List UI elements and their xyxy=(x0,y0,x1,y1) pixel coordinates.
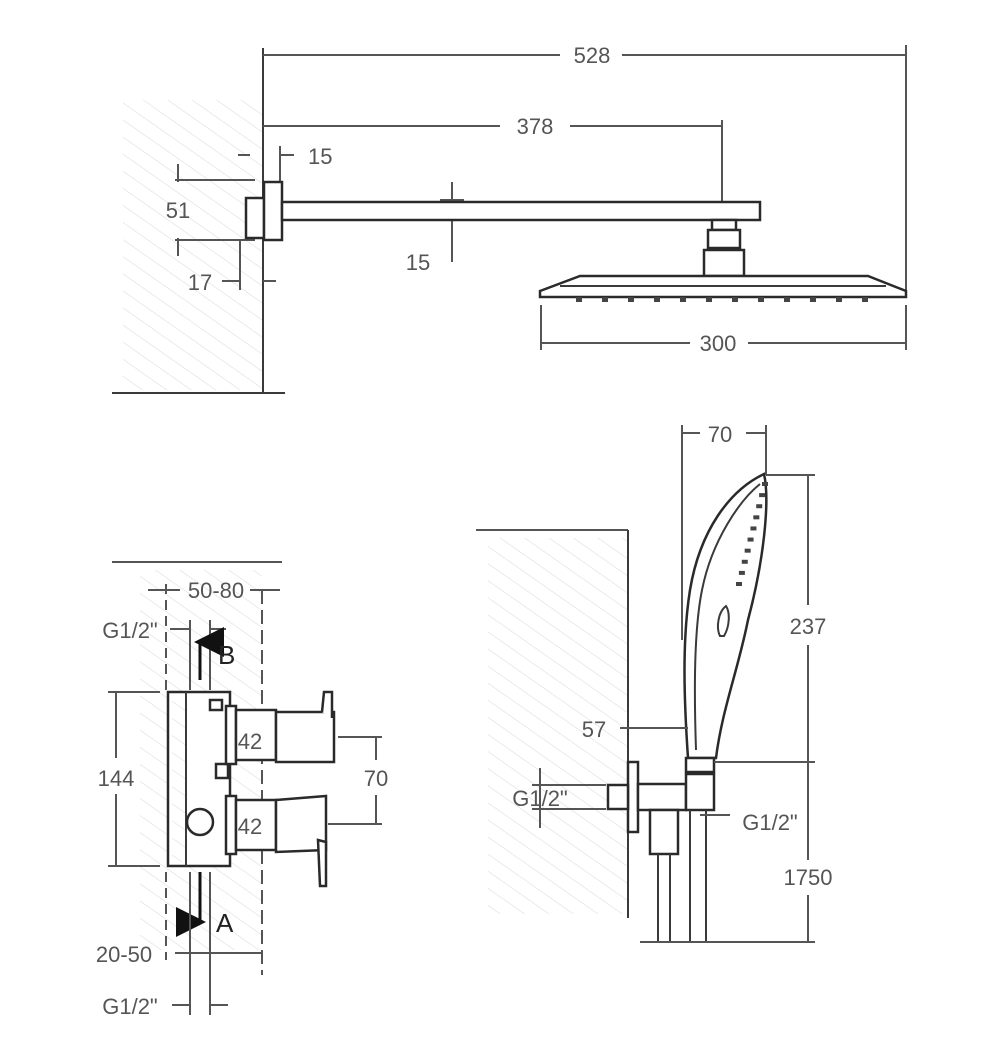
dim-300-label: 300 xyxy=(700,331,737,356)
upper-rosette xyxy=(224,704,238,766)
upper-handle xyxy=(274,710,336,764)
dim-70-valve-label: 70 xyxy=(364,766,388,791)
dim-15-arm: 15 xyxy=(406,182,464,275)
dim-378: 378 xyxy=(263,114,723,222)
nozzle xyxy=(576,297,582,302)
valve-port-top xyxy=(208,698,224,712)
nozzle xyxy=(758,297,764,302)
nozzle xyxy=(836,297,842,302)
nozzle xyxy=(680,297,686,302)
wall-hatch-hand xyxy=(488,538,628,914)
dim-57: 57 xyxy=(582,717,688,742)
dim-57-label: 57 xyxy=(582,717,606,742)
dim-g12-left-label: G1/2" xyxy=(512,786,568,811)
hand-view: 70 237 57 xyxy=(476,422,833,943)
dim-144-label: 144 xyxy=(98,766,135,791)
ball-joint xyxy=(706,228,742,250)
dim-g12-bottom-label: G1/2" xyxy=(102,994,158,1019)
dim-51-label: 51 xyxy=(166,198,190,223)
dim-378-label: 378 xyxy=(517,114,554,139)
dim-528: 528 xyxy=(263,43,907,290)
nozzle xyxy=(810,297,816,302)
lower-lever xyxy=(316,838,328,888)
nozzle xyxy=(706,297,712,302)
head-view: 528 378 15 51 17 xyxy=(112,43,908,394)
outlet-a-label: A xyxy=(216,908,234,938)
valve-port xyxy=(185,807,215,837)
hand-nozzle xyxy=(759,493,766,498)
wall-hatch-top xyxy=(123,100,263,390)
dim-1750-label: 1750 xyxy=(784,865,833,890)
upper-lever xyxy=(320,690,334,718)
dim-g12-bottom: G1/2" xyxy=(102,872,228,1019)
dim-528-label: 528 xyxy=(574,43,611,68)
head-mount xyxy=(702,248,746,278)
dim-144: 144 xyxy=(98,691,160,867)
hand-shower-edge xyxy=(693,483,761,751)
hand-nozzle xyxy=(756,504,763,509)
arm-connector xyxy=(710,218,738,232)
dim-20-50-label: 20-50 xyxy=(96,942,152,967)
dim-70-hand-label: 70 xyxy=(708,422,732,447)
hand-nozzle xyxy=(738,570,745,575)
wall-outlet-body xyxy=(636,782,688,812)
dim-g12-left: G1/2" xyxy=(512,768,606,828)
dim-237: 237 xyxy=(714,474,827,763)
dim-300: 300 xyxy=(540,305,907,356)
dim-50-80-label: 50-80 xyxy=(188,578,244,603)
valve-body-hatch xyxy=(172,696,186,862)
valve-view: 50-80 G1/2" B 42 42 xyxy=(96,561,388,1019)
valve-mid-port xyxy=(214,762,230,780)
dim-70-hand: 70 xyxy=(681,422,767,640)
hand-shower xyxy=(683,472,768,760)
hand-nozzle xyxy=(741,559,748,564)
hand-nozzle xyxy=(747,537,754,542)
wall-outlet-stub xyxy=(606,783,630,811)
dim-g12-top-label: G1/2" xyxy=(102,618,158,643)
dim-g12-top: G1/2" xyxy=(102,618,226,690)
dim-50-80: 50-80 xyxy=(148,578,280,690)
wall-flange xyxy=(262,180,284,242)
nozzle xyxy=(628,297,634,302)
outlet-b-label: B xyxy=(218,640,235,670)
dim-15-arm-label: 15 xyxy=(406,250,430,275)
nozzle xyxy=(784,297,790,302)
hose-connector xyxy=(648,808,680,856)
nozzle xyxy=(654,297,660,302)
upper-handle-depth-label: 42 xyxy=(238,729,262,754)
dim-1750: 1750 xyxy=(640,762,833,943)
lower-handle-depth-label: 42 xyxy=(238,814,262,839)
hand-shower-nozzles xyxy=(736,482,768,586)
hand-nozzle xyxy=(753,515,760,520)
hand-nozzle xyxy=(736,582,742,586)
shower-nozzles xyxy=(576,297,868,302)
hand-nozzle xyxy=(744,548,751,553)
lower-rosette xyxy=(224,794,238,856)
dim-g12-right-label: G1/2" xyxy=(742,810,798,835)
dim-51: 51 xyxy=(166,164,255,256)
dim-17: 17 xyxy=(188,240,276,295)
wall-outlet-flange xyxy=(626,760,640,834)
nozzle xyxy=(602,297,608,302)
hand-nozzle xyxy=(762,482,768,486)
upper-sleeve xyxy=(234,708,278,762)
dim-20-50: 20-50 xyxy=(96,872,262,967)
dim-15-flange: 15 xyxy=(238,144,332,185)
dim-15-flange-label: 15 xyxy=(308,144,332,169)
bracket-holder xyxy=(684,772,716,812)
hand-shower-button xyxy=(717,604,730,637)
handset-cone xyxy=(684,756,716,774)
dim-237-label: 237 xyxy=(790,614,827,639)
shower-arm xyxy=(280,200,762,222)
hand-nozzle xyxy=(750,526,757,531)
wall-flange-back xyxy=(244,196,266,240)
dim-17-label: 17 xyxy=(188,270,212,295)
dim-g12-right: G1/2" xyxy=(700,810,798,835)
dim-70-valve: 70 xyxy=(328,736,388,825)
nozzle xyxy=(862,297,868,302)
nozzle xyxy=(732,297,738,302)
